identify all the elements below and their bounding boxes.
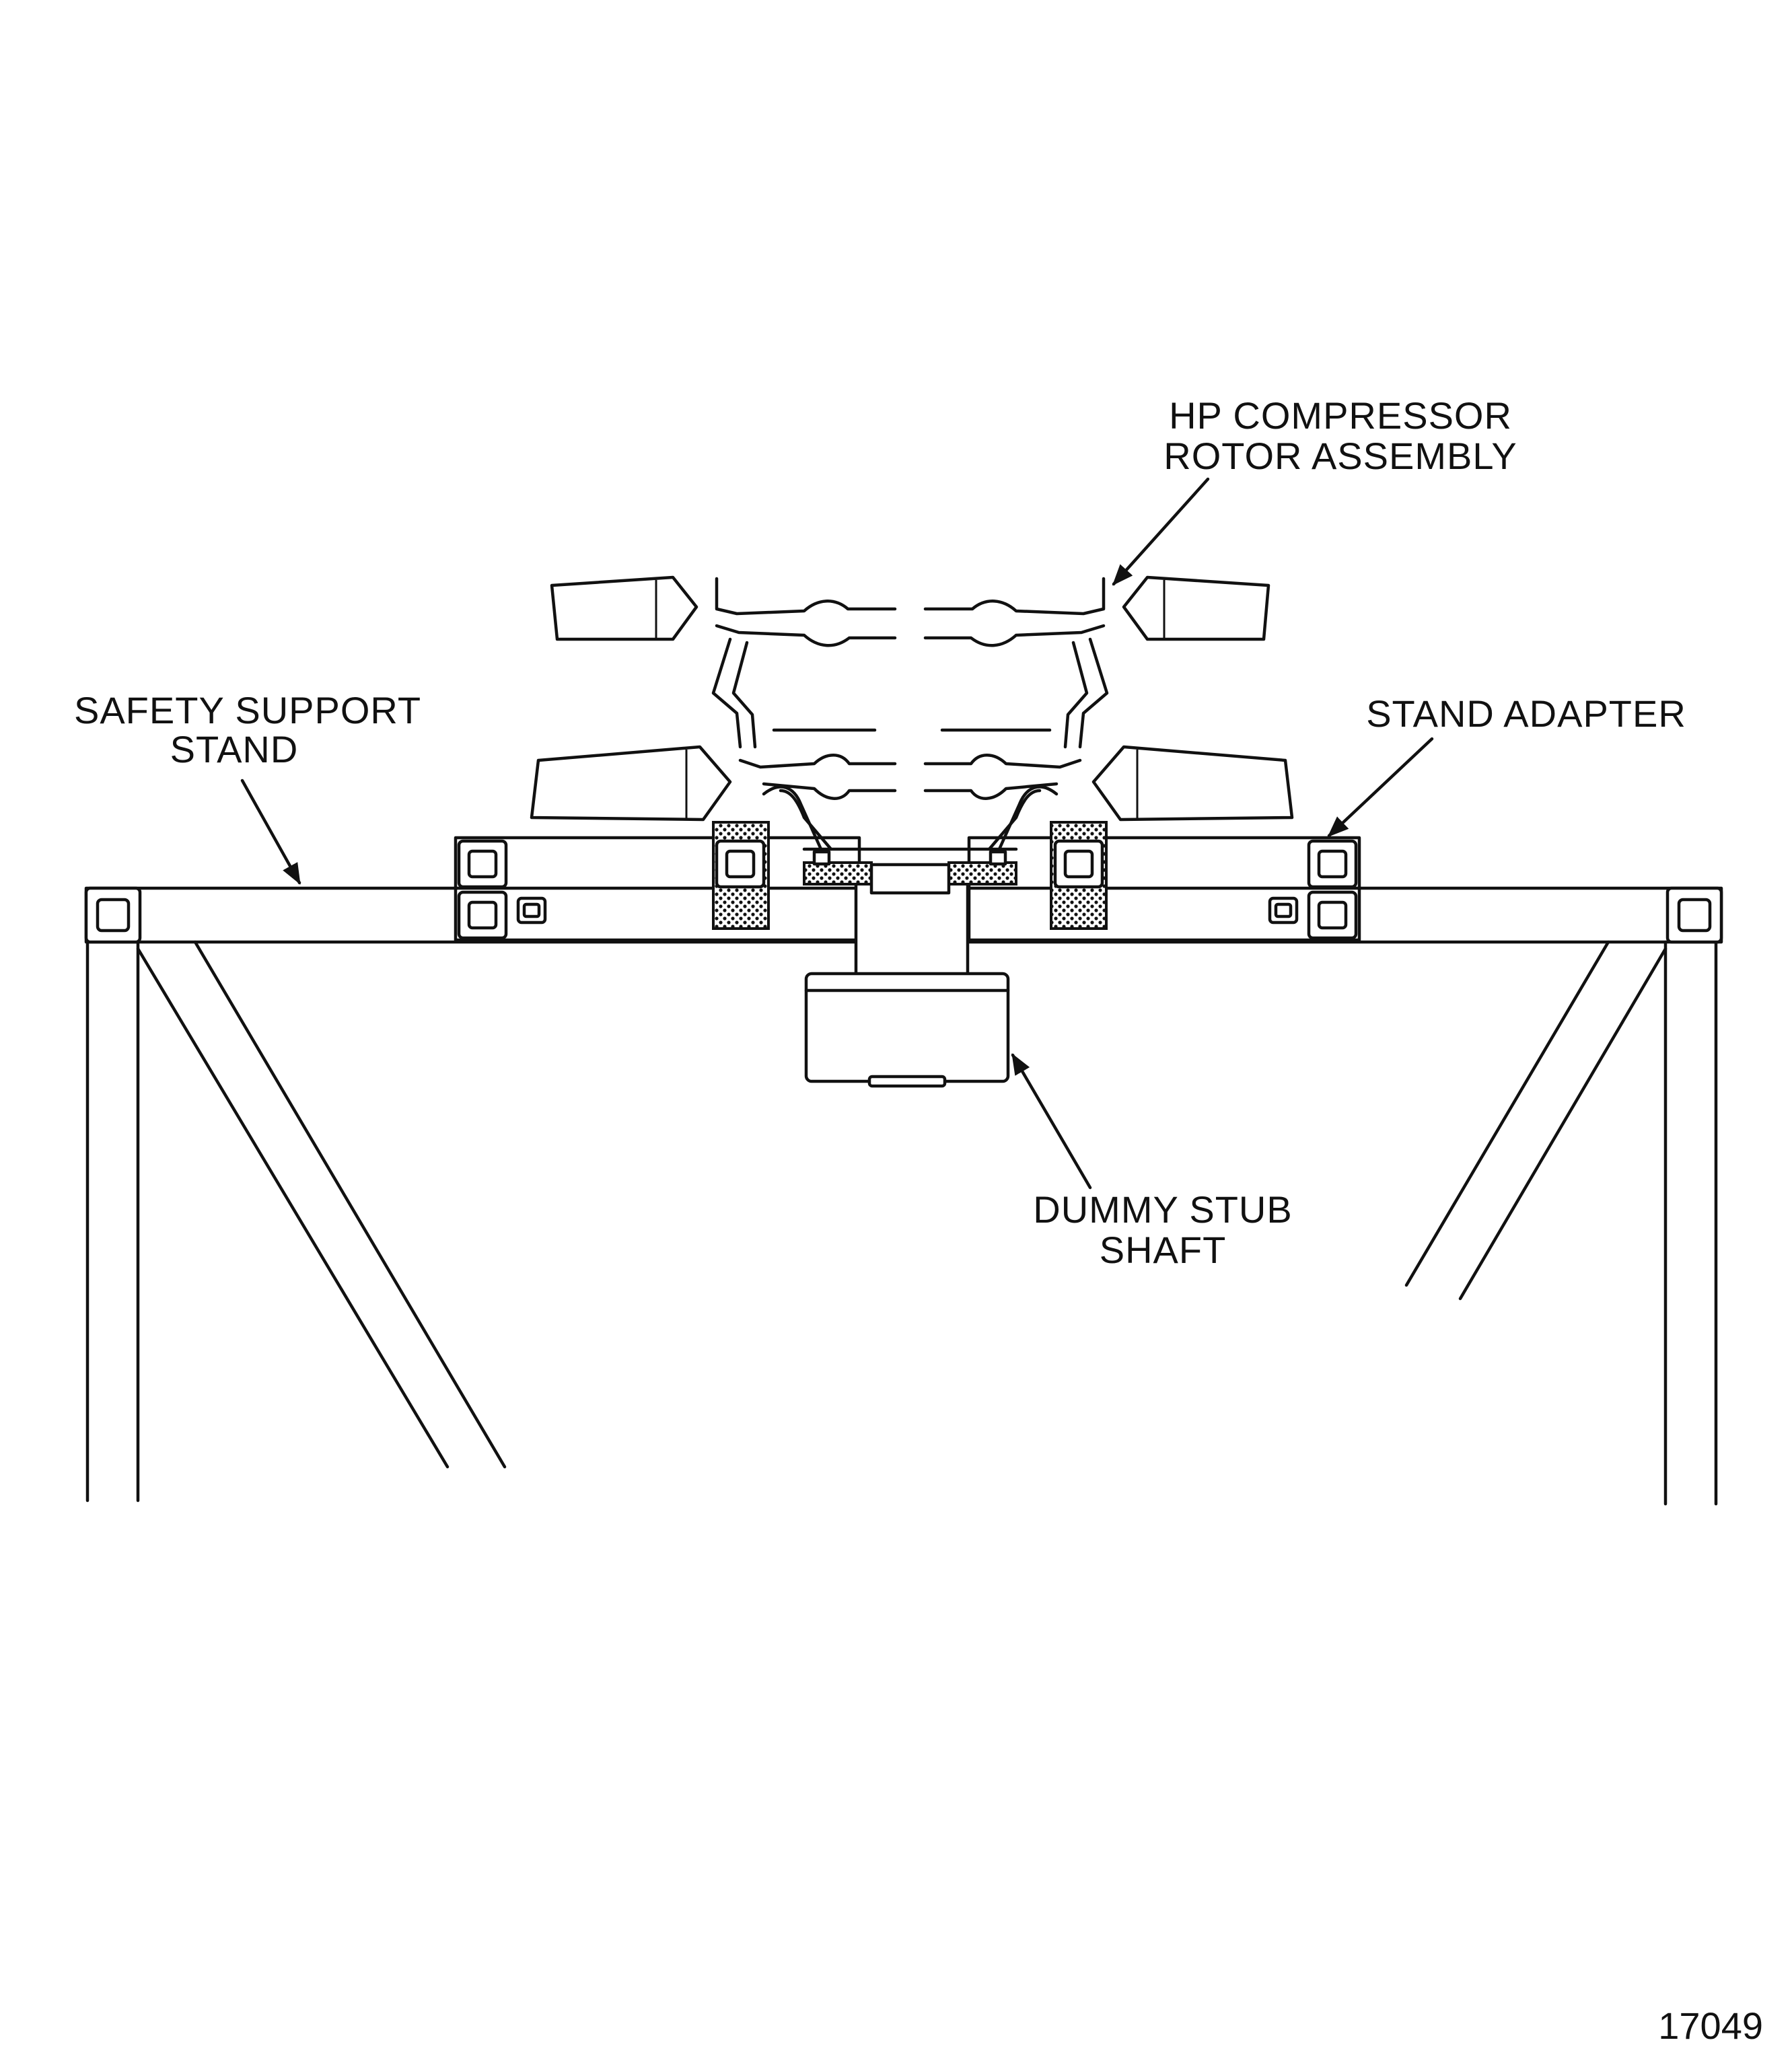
figure-number: 17049: [1658, 2004, 1763, 2047]
stand-adapter-label: STAND ADAPTER: [1366, 692, 1686, 735]
safety-support-leader: [240, 779, 301, 885]
dummy-stub-shaft: [804, 879, 1010, 1088]
stand-adapter: [454, 821, 1361, 945]
dummy-stub-leader: [1011, 1053, 1092, 1190]
safety-support-label-line2: STAND: [170, 728, 299, 770]
hp-compressor-label-line2: ROTOR ASSEMBLY: [1163, 435, 1517, 477]
hp-compressor-leader: [1112, 477, 1210, 586]
safety-support-label-line1: SAFETY SUPPORT: [74, 689, 421, 731]
dummy-stub-label-line2: SHAFT: [1100, 1229, 1227, 1271]
hp-compressor-rotor-assembly: [530, 575, 1294, 895]
hp-compressor-label-line1: HP COMPRESSOR: [1169, 394, 1512, 437]
stand-adapter-leader: [1327, 737, 1434, 838]
dummy-stub-label-line1: DUMMY STUB: [1033, 1188, 1292, 1231]
